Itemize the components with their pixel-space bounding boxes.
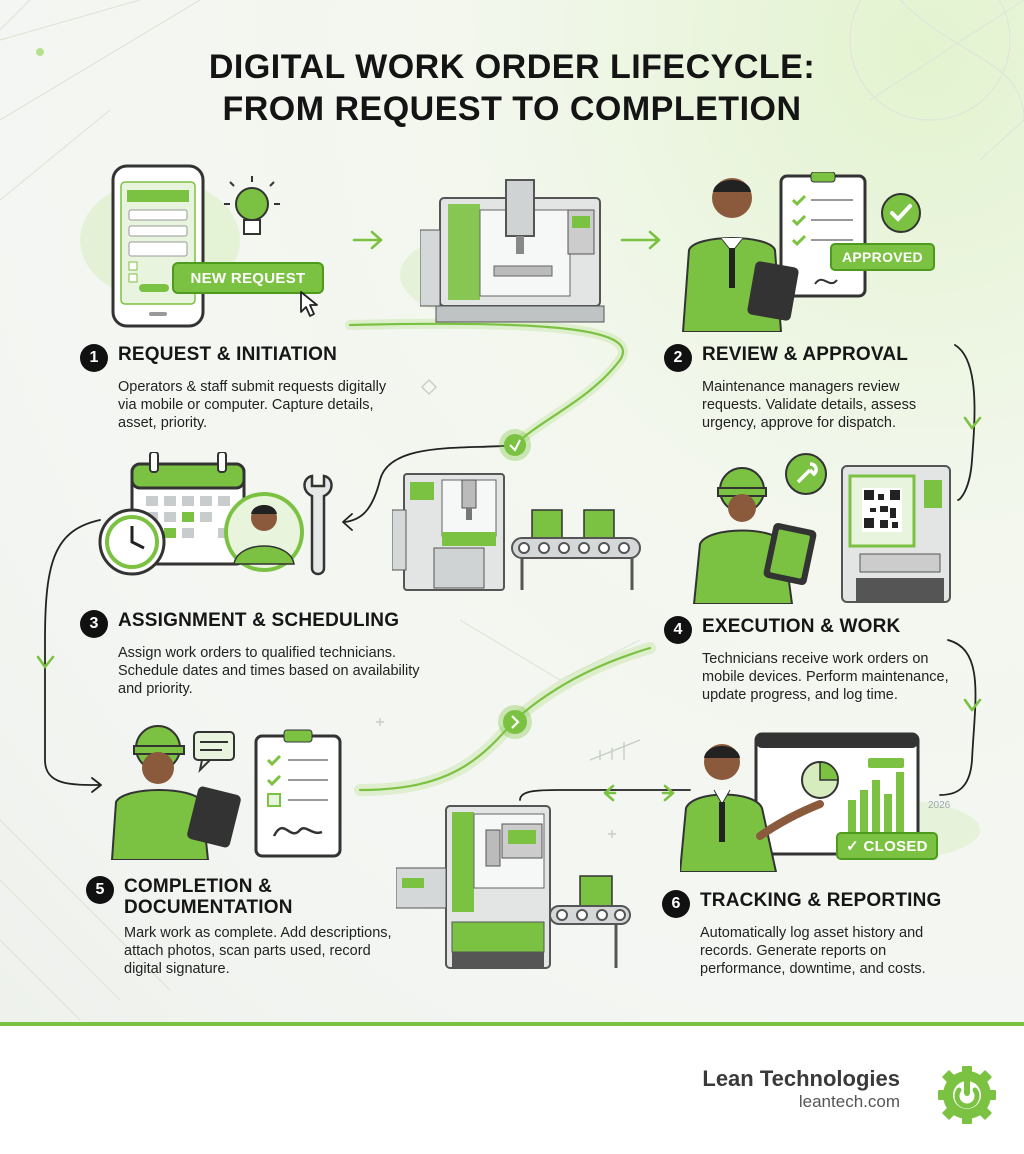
step-5: 5 COMPLETION & DOCUMENTATION Mark work a… — [86, 876, 406, 978]
chart-year: 2026 — [928, 800, 951, 811]
step-description: Automatically log asset history and reco… — [700, 925, 926, 977]
step-number: 3 — [80, 610, 108, 638]
step-description: Maintenance managers review requests. Va… — [702, 379, 917, 431]
step-title-line-1: COMPLETION & — [124, 876, 273, 897]
reporting-illustration — [680, 732, 920, 872]
step-1: 1 REQUEST & INITIATION Operators & staff… — [80, 344, 400, 432]
step-2: 2 REVIEW & APPROVAL Maintenance managers… — [664, 344, 954, 432]
step-title: ASSIGNMENT & SCHEDULING — [118, 610, 400, 631]
cursor-icon — [300, 291, 318, 317]
completion-illustration — [110, 725, 342, 860]
infographic-canvas: DIGITAL WORK ORDER LIFECYCLE: FROM REQUE… — [0, 0, 1024, 1024]
cnc-machine-illustration — [420, 179, 605, 323]
page-title: DIGITAL WORK ORDER LIFECYCLE: FROM REQUE… — [0, 46, 1024, 130]
new-request-badge: NEW REQUEST — [172, 262, 324, 294]
execution-illustration — [692, 453, 951, 604]
step-title: EXECUTION & WORK — [702, 616, 901, 637]
closed-badge: ✓ CLOSED — [836, 832, 938, 860]
step-title: TRACKING & REPORTING — [700, 890, 942, 911]
wrench-icon — [300, 474, 336, 584]
step-title: REQUEST & INITIATION — [118, 344, 337, 365]
step-number: 2 — [664, 344, 692, 372]
machine-conveyor-illustration — [396, 805, 631, 969]
step-number: 4 — [664, 616, 692, 644]
clock-icon — [98, 512, 164, 578]
gear-power-logo — [938, 1066, 996, 1124]
step-description: Assign work orders to qualified technici… — [118, 645, 420, 697]
step-title: REVIEW & APPROVAL — [702, 344, 909, 365]
step-title-line-2: DOCUMENTATION — [124, 897, 293, 918]
brand-name: Lean Technologies — [702, 1066, 900, 1091]
checkmark-icon — [881, 193, 921, 233]
lightbulb-icon — [224, 176, 280, 235]
step-number: 5 — [86, 876, 114, 904]
scheduling-illustration — [98, 452, 333, 576]
step-description: Operators & staff submit requests digita… — [118, 379, 387, 431]
step-6: 6 TRACKING & REPORTING Automatically log… — [662, 890, 972, 978]
step-4: 4 EXECUTION & WORK Technicians receive w… — [664, 616, 964, 704]
title-line-1: DIGITAL WORK ORDER LIFECYCLE: — [208, 48, 816, 86]
approved-badge: APPROVED — [830, 243, 935, 271]
step-3: 3 ASSIGNMENT & SCHEDULING Assign work or… — [80, 610, 440, 698]
step-title: COMPLETION & DOCUMENTATION — [124, 876, 293, 918]
step-description: Technicians receive work orders on mobil… — [702, 651, 949, 703]
step-number: 6 — [662, 890, 690, 918]
step-description: Mark work as complete. Add descriptions,… — [124, 925, 392, 977]
title-line-2: FROM REQUEST TO COMPLETION — [222, 90, 802, 128]
production-line-illustration — [392, 473, 641, 591]
brand-url: leantech.com — [798, 1092, 900, 1111]
step-number: 1 — [80, 344, 108, 372]
footer-divider — [0, 1022, 1024, 1026]
